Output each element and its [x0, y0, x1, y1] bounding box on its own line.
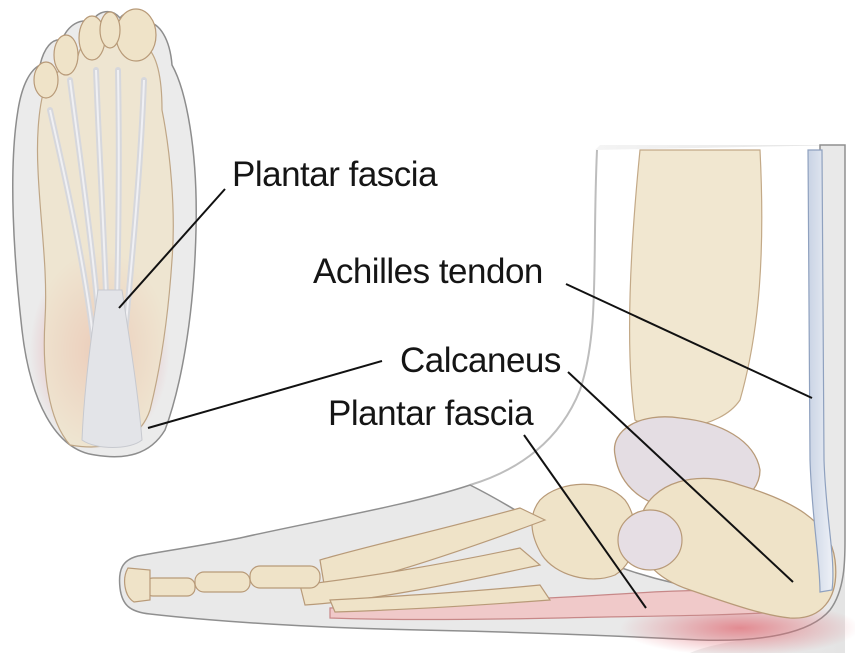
label-calcaneus: Calcaneus: [400, 341, 561, 380]
foot-sole-view: [13, 9, 196, 457]
leg-front-outline: [470, 150, 597, 485]
label-achilles-tendon: Achilles tendon: [313, 252, 543, 291]
navicular: [618, 510, 682, 570]
label-plantar-fascia-top: Plantar fascia: [232, 155, 438, 194]
tibia: [630, 150, 762, 428]
label-plantar-fascia-side: Plantar fascia: [328, 394, 534, 433]
